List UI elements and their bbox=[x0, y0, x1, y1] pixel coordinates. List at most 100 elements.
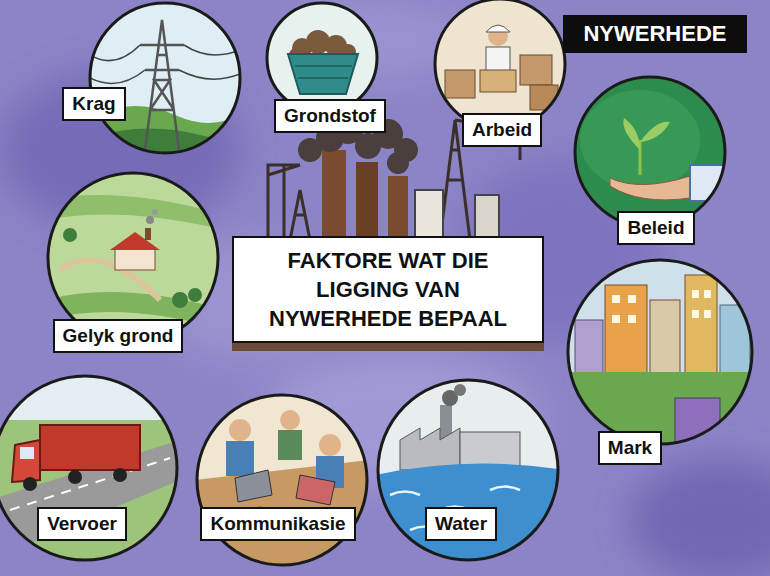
node-text: Beleid bbox=[627, 216, 684, 240]
market-illustration bbox=[692, 310, 699, 318]
node-text: Vervoer bbox=[47, 512, 117, 536]
policy-illustration bbox=[640, 122, 670, 142]
transport-illustration bbox=[23, 468, 127, 491]
factory-skyline bbox=[388, 176, 408, 240]
factory-skyline bbox=[298, 138, 322, 162]
communication-illustration bbox=[226, 441, 254, 476]
market-illustration bbox=[612, 290, 711, 323]
labour-illustration bbox=[486, 25, 510, 32]
node-text: Arbeid bbox=[472, 118, 532, 142]
policy-illustration bbox=[623, 118, 640, 150]
water-illustration bbox=[454, 384, 466, 396]
raw-material-illustration bbox=[288, 54, 358, 94]
market-illustration bbox=[612, 315, 620, 323]
policy-illustration bbox=[570, 75, 730, 230]
node-text: Grondstof bbox=[284, 104, 376, 128]
labour-illustration bbox=[520, 55, 552, 85]
factor-label: Arbeid bbox=[462, 113, 542, 147]
node-text: Mark bbox=[608, 436, 652, 460]
factory-skyline bbox=[415, 190, 443, 240]
flat-land-illustration bbox=[145, 228, 151, 240]
labour-illustration bbox=[530, 85, 558, 110]
topic-heading: NYWERHEDE bbox=[563, 15, 746, 53]
water-illustration bbox=[400, 428, 460, 470]
circle-frame bbox=[568, 260, 752, 444]
circle-frame bbox=[90, 3, 240, 153]
communication-illustration bbox=[195, 395, 370, 570]
flat-land-illustration bbox=[188, 288, 202, 302]
water-illustration bbox=[375, 378, 565, 563]
power-illustration bbox=[80, 0, 251, 160]
node-text: NYWERHEDE bbox=[583, 20, 726, 48]
transport-illustration bbox=[113, 468, 127, 482]
market-illustration bbox=[704, 290, 711, 298]
communication-illustration bbox=[278, 430, 302, 460]
transport-illustration bbox=[23, 477, 37, 491]
node-text: Water bbox=[435, 512, 487, 536]
flat-land-illustration bbox=[115, 248, 155, 270]
power-illustration bbox=[85, 129, 251, 160]
market-illustration bbox=[612, 295, 620, 303]
circle-frame bbox=[0, 376, 177, 560]
power-illustration bbox=[140, 20, 184, 150]
factory-skyline bbox=[322, 150, 346, 240]
factor-label: Mark bbox=[598, 431, 662, 465]
labour-illustration bbox=[480, 70, 516, 92]
factory-skyline bbox=[290, 190, 310, 240]
factor-label: Krag bbox=[62, 87, 125, 121]
market-illustration bbox=[704, 310, 711, 318]
communication-illustration bbox=[195, 395, 370, 570]
communication-illustration bbox=[229, 419, 251, 441]
labour-illustration bbox=[445, 70, 475, 98]
factor-label: Grondstof bbox=[274, 99, 386, 133]
market-illustration bbox=[692, 290, 699, 298]
circle-frame bbox=[267, 3, 377, 113]
factory-skyline bbox=[475, 195, 499, 240]
transport-illustration bbox=[0, 375, 180, 565]
transport-illustration bbox=[0, 375, 180, 565]
node-text: FAKTORE WAT DIE LIGGING VAN NYWERHEDE BE… bbox=[244, 246, 532, 333]
factor-label: Gelyk grond bbox=[53, 319, 184, 353]
policy-illustration bbox=[570, 75, 735, 230]
flat-land-illustration bbox=[63, 228, 202, 308]
power-illustration bbox=[90, 45, 240, 83]
central-title-box: FAKTORE WAT DIE LIGGING VAN NYWERHEDE BE… bbox=[232, 236, 544, 343]
circle-frame bbox=[435, 0, 565, 129]
flat-land-illustration bbox=[152, 209, 158, 215]
node-text: Gelyk grond bbox=[63, 324, 174, 348]
circle-frame bbox=[48, 173, 218, 343]
flat-land-illustration bbox=[172, 292, 188, 308]
market-illustration bbox=[628, 295, 636, 303]
flat-land-illustration bbox=[146, 216, 154, 224]
factor-label: Water bbox=[425, 507, 497, 541]
market-illustration bbox=[650, 300, 680, 375]
transport-illustration bbox=[68, 470, 82, 484]
watercolor-ground bbox=[630, 460, 770, 576]
communication-illustration bbox=[235, 470, 272, 502]
water-illustration bbox=[375, 378, 565, 563]
raw-material-illustration bbox=[295, 66, 352, 78]
circle-frame bbox=[197, 395, 367, 565]
market-illustration bbox=[628, 315, 636, 323]
flat-land-illustration bbox=[63, 228, 77, 242]
circle-frame bbox=[575, 77, 725, 227]
transport-illustration bbox=[12, 440, 40, 482]
circle-frame bbox=[378, 380, 558, 560]
communication-illustration bbox=[280, 410, 300, 430]
factory-skyline bbox=[268, 165, 300, 240]
flat-land-illustration bbox=[110, 232, 160, 250]
transport-illustration bbox=[40, 425, 140, 470]
communication-illustration bbox=[319, 434, 341, 456]
market-illustration bbox=[565, 258, 755, 452]
node-text: Krag bbox=[72, 92, 115, 116]
policy-illustration bbox=[580, 90, 700, 190]
factory-skyline bbox=[356, 162, 378, 240]
transport-illustration bbox=[20, 447, 34, 459]
market-illustration bbox=[575, 320, 603, 375]
factory-skyline bbox=[387, 152, 409, 174]
node-text: Kommunikasie bbox=[210, 512, 345, 536]
water-illustration bbox=[375, 464, 565, 563]
factor-label: Beleid bbox=[617, 211, 694, 245]
